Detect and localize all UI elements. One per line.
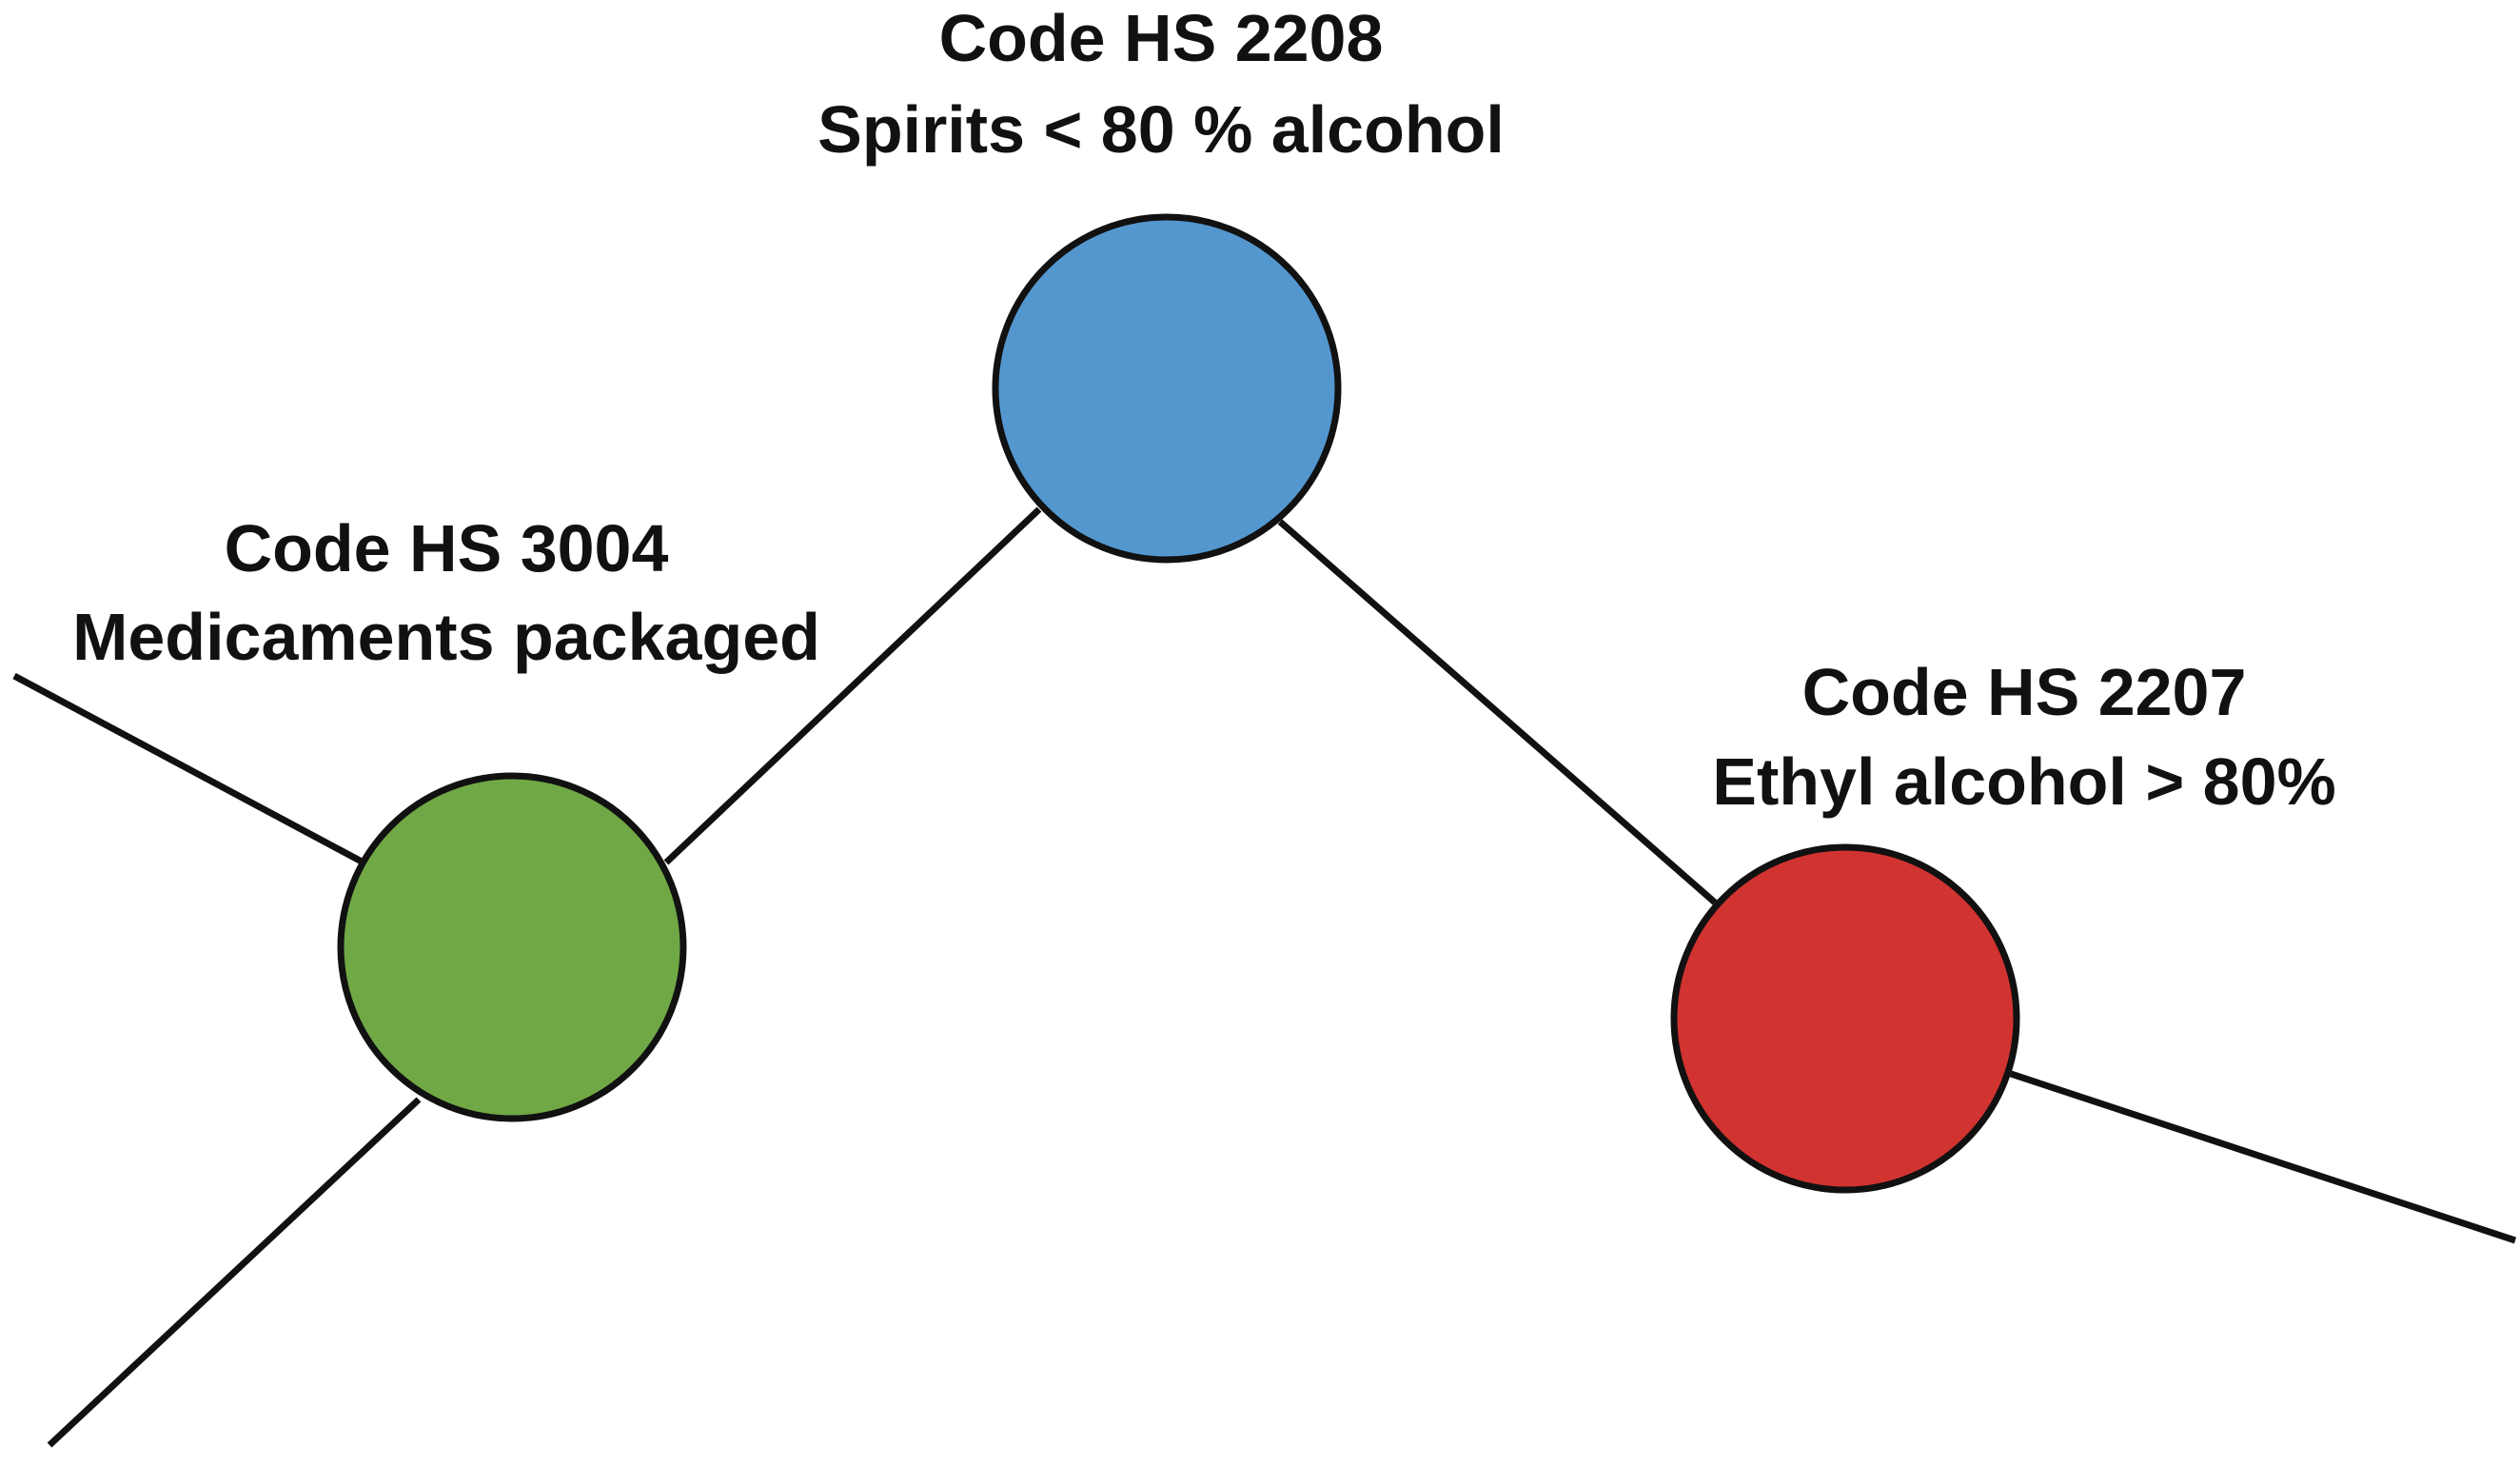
edges (12, 506, 2517, 1448)
node-hs2207-circle (1670, 843, 2020, 1194)
edge-hs3004-to-hs2208 (663, 506, 1042, 865)
node-hs3004-circle (337, 772, 687, 1122)
node-hs2207-description-label: Ethyl alcohol > 80% (1712, 744, 2336, 819)
edge-hs2208-to-hs2207 (1277, 519, 1718, 905)
edge-bottom-stub-to-hs3004 (47, 1097, 422, 1448)
nodes (337, 213, 2020, 1194)
edge-hs2207-to-right-stub (2009, 1070, 2517, 1244)
node-hs2208-description-label: Spirits < 80 % alcohol (817, 92, 1505, 167)
edge-left-stub-to-hs3004 (12, 672, 364, 865)
node-hs2208-circle (992, 213, 1342, 564)
node-hs2208-code-label: Code HS 2208 (939, 1, 1384, 75)
node-hs3004-code-label: Code HS 3004 (225, 511, 669, 585)
labels: Code HS 2208 Spirits < 80 % alcohol Code… (72, 1, 2336, 819)
node-hs2207-code-label: Code HS 2207 (1802, 655, 2247, 729)
node-hs3004-description-label: Medicaments packaged (72, 600, 820, 674)
